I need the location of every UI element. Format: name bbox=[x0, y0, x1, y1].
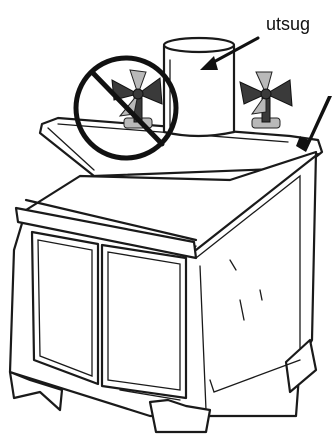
stove bbox=[10, 118, 322, 432]
door-left bbox=[32, 232, 98, 384]
fan-right bbox=[240, 72, 292, 128]
exhaust-label: utsug bbox=[266, 14, 310, 34]
door-right bbox=[102, 245, 186, 398]
